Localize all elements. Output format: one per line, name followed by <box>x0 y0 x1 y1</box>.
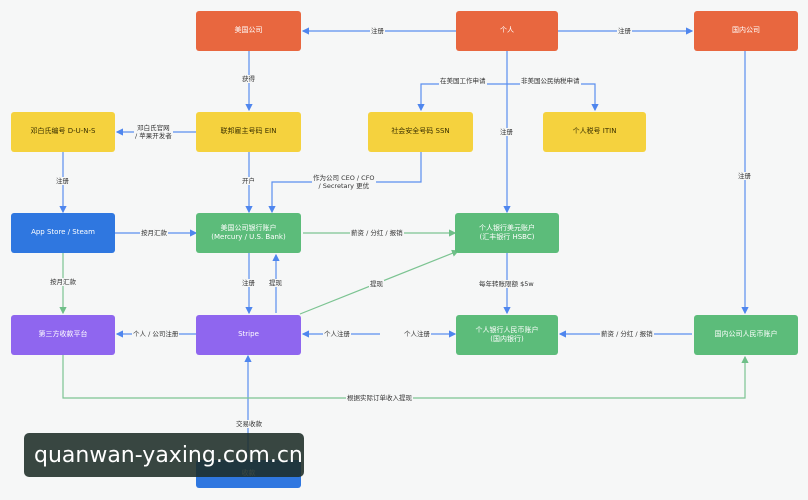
edge-label-open-account: 开户 <box>241 177 256 186</box>
edge-individual-itin <box>507 83 599 112</box>
edge-label-withdraw-2: 提现 <box>369 280 384 289</box>
edge-platform-domestic <box>62 355 749 399</box>
payment-platform-label: 第三方收款平台 <box>38 330 88 339</box>
edge-label-work-apply: 在美国工作申请 <box>439 77 487 86</box>
personal-usd-label-2: (汇丰银行 HSBC) <box>479 233 535 241</box>
stripe-label: Stripe <box>238 330 259 339</box>
edge-label-nonresident-apply: 非美国公民纳税申请 <box>520 77 581 86</box>
edge-label-register-duns: 注册 <box>55 177 70 186</box>
ssn-label: 社会安全号码 SSN <box>391 127 450 136</box>
edge-label-register-personal: 注册 <box>499 128 514 137</box>
edge-label-annual-limit: 每年转账限额 $5w <box>478 280 535 289</box>
domestic-company-node[interactable]: 国内公司 <box>694 11 798 51</box>
ein-label: 联邦雇主号码 EIN <box>220 127 277 136</box>
edge-label-salary-2: 薪资 / 分红 / 报销 <box>600 330 654 339</box>
us-bank-label-1: 美国公司银行账户 <box>220 223 277 232</box>
duns-node[interactable]: 邓白氏编号 D-U-N-S <box>11 112 115 152</box>
individual-node[interactable]: 个人 <box>456 11 558 51</box>
stripe-node[interactable]: Stripe <box>196 315 301 355</box>
payment-platform-node[interactable]: 第三方收款平台 <box>11 315 115 355</box>
edge-label-register-2: 注册 <box>617 27 632 36</box>
personal-rmb-node[interactable]: 个人银行人民币账户(国内银行) <box>456 315 558 355</box>
us-bank-node[interactable]: 美国公司银行账户(Mercury / U.S. Bank) <box>196 213 301 253</box>
app-store-label: App Store / Steam <box>31 228 95 237</box>
edge-label-withdraw: 提现 <box>268 279 283 288</box>
edge-label-duns-apply: 邓白氏官网 / 苹果开发者 <box>134 124 173 141</box>
domestic-company-label: 国内公司 <box>732 26 760 35</box>
edge-label-order-withdraw: 根据实际订单收入提现 <box>346 394 413 403</box>
personal-usd-node[interactable]: 个人银行美元账户(汇丰银行 HSBC) <box>455 213 559 253</box>
edge-label-salary-1: 薪资 / 分红 / 报销 <box>350 229 404 238</box>
app-store-node[interactable]: App Store / Steam <box>11 213 115 253</box>
domestic-account-node[interactable]: 国内公司人民币账户 <box>694 315 798 355</box>
us-company-label: 美国公司 <box>234 26 263 35</box>
ein-node[interactable]: 联邦雇主号码 EIN <box>196 112 301 152</box>
us-bank-label-2: (Mercury / U.S. Bank) <box>211 233 286 241</box>
edge-label-duns-apply-1: 邓白氏官网 <box>137 124 170 132</box>
us-company-node[interactable]: 美国公司 <box>196 11 301 51</box>
edge-label-monthly-remit: 按月汇款 <box>140 229 168 238</box>
edge-label-obtain: 获得 <box>241 75 256 84</box>
edge-label-register-domestic: 注册 <box>737 172 752 181</box>
watermark-banner: quanwan-yaxing.com.cn <box>24 433 304 477</box>
itin-label: 个人税号 ITIN <box>572 127 617 136</box>
edge-label-ceo-1: 作为公司 CEO / CFO <box>313 174 375 182</box>
edge-label-monthly-remit-2: 按月汇款 <box>49 278 77 287</box>
personal-usd-label-1: 个人银行美元账户 <box>479 223 535 232</box>
itin-node[interactable]: 个人税号 ITIN <box>543 112 646 152</box>
edge-label-register-stripe: 注册 <box>241 279 256 288</box>
ssn-node[interactable]: 社会安全号码 SSN <box>368 112 473 152</box>
edge-label-personal-register: 个人注册 <box>323 330 351 339</box>
personal-rmb-label-2: (国内银行) <box>490 335 524 343</box>
edge-label-ceo-2: / Secretary 更优 <box>318 182 370 191</box>
edge-label-ceo: 作为公司 CEO / CFO / Secretary 更优 <box>312 174 376 191</box>
personal-rmb-label-1: 个人银行人民币账户 <box>475 325 539 334</box>
individual-label: 个人 <box>500 26 514 35</box>
domestic-account-label: 国内公司人民币账户 <box>714 330 778 339</box>
edge-label-personal-company-register: 个人 / 公司注册 <box>132 330 180 339</box>
edge-label-personal-register-2: 个人注册 <box>403 330 431 339</box>
edge-label-register-1: 注册 <box>370 27 385 36</box>
watermark-text: quanwan-yaxing.com.cn <box>34 442 303 468</box>
edge-label-duns-apply-2: / 苹果开发者 <box>135 132 172 141</box>
edge-label-transaction: 交易收款 <box>235 420 263 429</box>
duns-label: 邓白氏编号 D-U-N-S <box>30 127 96 136</box>
